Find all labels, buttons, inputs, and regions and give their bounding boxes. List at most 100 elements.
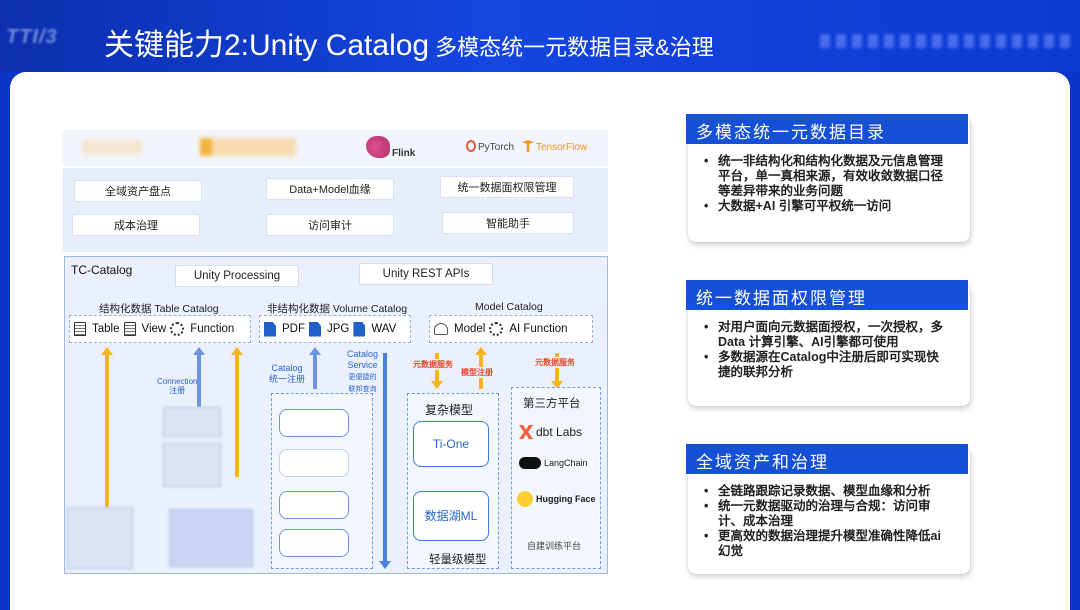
model-register-note: 模型注册	[461, 367, 493, 378]
model-icon	[434, 323, 448, 335]
panel-governance: 全域资产和治理 全链路跟踪记录数据、模型血缘和分析 统一元数据驱动的治理与合规：…	[686, 444, 970, 574]
capability-box: 统一数据面权限管理	[440, 176, 574, 198]
meta-service-note: 元数据服务	[413, 359, 453, 370]
capability-box: 智能助手	[442, 212, 574, 234]
jpg-label: JPG	[327, 323, 350, 335]
tensorflow-logo: TensorFlow	[522, 140, 587, 153]
panel-bullets: 统一非结构化和结构化数据及元信息管理平台，单一真相来源，有效收敛数据口径等差异带…	[702, 154, 946, 214]
blurred-storage-box	[67, 507, 133, 569]
bullet-item: 全链路跟踪记录数据、模型血缘和分析	[702, 484, 946, 499]
panel-unified-catalog: 多模态统一元数据目录 统一非结构化和结构化数据及元信息管理平台，单一真相来源，有…	[686, 114, 970, 242]
wav-icon	[353, 321, 366, 337]
light-model-label: 轻量级模型	[429, 554, 487, 566]
pdf-icon	[264, 321, 276, 337]
model-catalog-title: Model Catalog	[475, 301, 543, 313]
model-label: Model	[454, 323, 486, 335]
langchain-icon	[519, 457, 541, 469]
dbt-icon	[519, 425, 533, 439]
third-party-title: 第三方平台	[523, 398, 581, 410]
capabilities-area: 全域资产盘点 Data+Model血缘 统一数据面权限管理 成本治理 访问审计 …	[62, 168, 608, 252]
capability-box: 成本治理	[72, 214, 200, 236]
bullet-item: 对用户面向元数据面授权，一次授权，多Data 计算引擎、AI引擎都可使用	[702, 320, 946, 350]
up-arrow	[231, 347, 243, 477]
up-arrow	[193, 347, 205, 407]
volume-storage-box	[279, 449, 349, 477]
wav-label: WAV	[371, 323, 397, 335]
engine-logo-bar: Flink PyTorch TensorFlow	[62, 130, 608, 166]
capability-box: 访问审计	[266, 214, 394, 236]
tc-catalog-region: TC-Catalog Unity Processing Unity REST A…	[64, 256, 608, 574]
flink-label: Flink	[392, 148, 416, 159]
panel-title: 统一数据面权限管理	[686, 280, 968, 310]
down-arrow	[379, 353, 391, 569]
up-arrow	[101, 347, 113, 507]
model-catalog-items: Model AI Function	[429, 315, 593, 343]
tc-catalog-label: TC-Catalog	[71, 263, 133, 277]
pytorch-label: PyTorch	[478, 142, 515, 153]
pytorch-logo: PyTorch	[466, 140, 514, 153]
meta-service-note: 元数据服务	[535, 357, 575, 368]
jpg-icon	[309, 321, 321, 337]
volume-storage-box	[279, 491, 349, 519]
langchain-logo: LangChain	[519, 457, 588, 469]
panel-bullets: 对用户面向元数据面授权，一次授权，多Data 计算引擎、AI引擎都可使用 多数据…	[702, 320, 946, 380]
function-label: Function	[190, 323, 235, 335]
unity-processing-box: Unity Processing	[175, 265, 299, 287]
self-built-platform-label: 自建训练平台	[527, 541, 582, 551]
flink-icon	[366, 136, 390, 158]
title-sub: 多模态统一元数据目录&治理	[435, 35, 714, 60]
blurred-logo	[82, 140, 142, 154]
unstructured-catalog-items: PDF JPG WAV	[259, 315, 411, 343]
unity-rest-box: Unity REST APIs	[359, 263, 493, 285]
tensorflow-icon	[522, 140, 534, 152]
complex-model-title: 复杂模型	[425, 403, 474, 417]
architecture-diagram: Flink PyTorch TensorFlow 全域资产盘点 Data+Mod…	[62, 130, 608, 574]
complex-model-region	[407, 393, 499, 569]
bullet-item: 统一非结构化和结构化数据及元信息管理平台，单一真相来源，有效收敛数据口径等差异带…	[702, 154, 946, 199]
down-arrow	[551, 353, 563, 389]
hugging-face-logo: Hugging Face	[517, 491, 596, 507]
pdf-label: PDF	[282, 323, 305, 335]
capability-box: Data+Model血缘	[266, 178, 394, 200]
title-main: 关键能力2:Unity Catalog	[104, 29, 430, 62]
bullet-item: 多数据源在Catalog中注册后即可实现快捷的联邦分析	[702, 350, 946, 380]
table-label: Table	[92, 323, 120, 335]
structured-catalog-items: Table View Function	[69, 315, 251, 343]
panel-bullets: 全链路跟踪记录数据、模型血缘和分析 统一元数据驱动的治理与合规：访问审计、成本治…	[702, 484, 946, 559]
function-icon	[170, 322, 185, 336]
structured-catalog-title: 结构化数据 Table Catalog	[99, 303, 219, 315]
blurred-storage-box	[163, 443, 221, 487]
tione-box: Ti-One	[413, 421, 489, 467]
volume-storage-box	[279, 409, 349, 437]
up-arrow	[309, 347, 321, 389]
panel-permission: 统一数据面权限管理 对用户面向元数据面授权，一次授权，多Data 计算引擎、AI…	[686, 280, 970, 406]
hugging-face-icon	[517, 491, 533, 507]
unstructured-catalog-title: 非结构化数据 Volume Catalog	[267, 303, 408, 315]
view-icon	[123, 322, 136, 336]
ai-function-icon	[489, 322, 504, 336]
capability-box: 全域资产盘点	[74, 180, 202, 202]
blurred-logo	[200, 138, 296, 156]
blurred-storage-box	[169, 509, 253, 567]
dbt-labs-logo: dbt Labs	[519, 425, 582, 439]
flink-logo: Flink	[366, 134, 436, 162]
panel-title: 多模态统一元数据目录	[686, 114, 968, 144]
panel-title: 全域资产和治理	[686, 444, 968, 474]
table-icon	[74, 322, 86, 336]
ai-function-label: AI Function	[509, 323, 568, 335]
bullet-item: 更高效的数据治理提升模型准确性降低ai幻觉	[702, 529, 946, 559]
volume-storage-box	[279, 529, 349, 557]
bullet-item: 统一元数据驱动的治理与合规：访问审计、成本治理	[702, 499, 946, 529]
bullet-item: 大数据+AI 引擎可平权统一访问	[702, 199, 946, 214]
pytorch-icon	[466, 140, 476, 152]
blurred-storage-box	[163, 407, 221, 437]
brand-logo: TTI/3	[6, 26, 58, 48]
view-label: View	[141, 323, 167, 335]
third-party-region	[511, 387, 601, 569]
